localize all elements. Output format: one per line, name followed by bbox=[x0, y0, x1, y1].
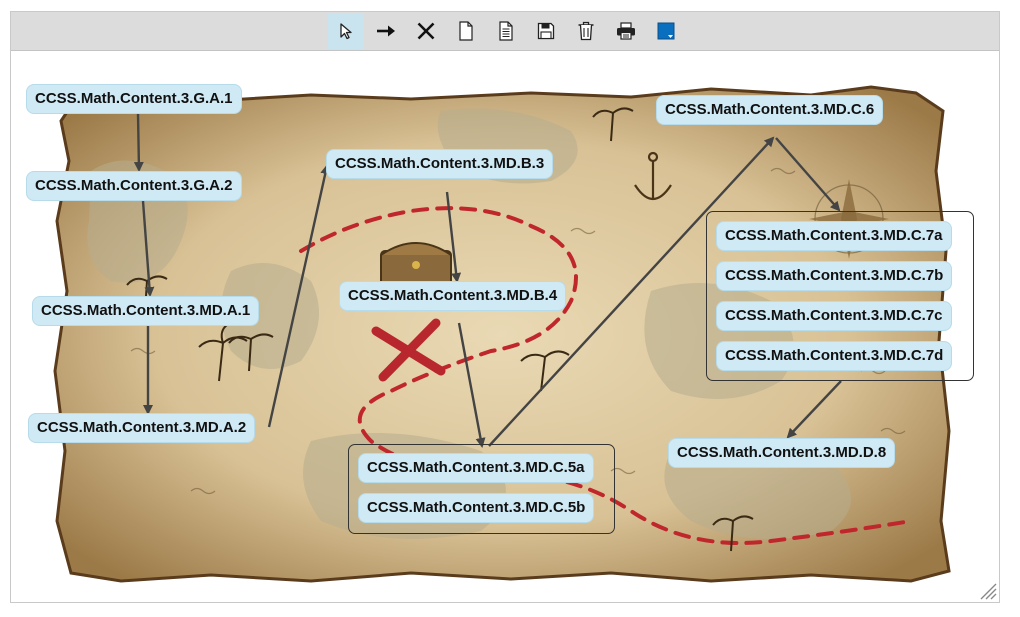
node-3-md-b-3[interactable]: CCSS.Math.Content.3.MD.B.3 bbox=[326, 149, 554, 179]
concept-map-editor: CCSS.Math.Content.3.G.A.1 CCSS.Math.Cont… bbox=[10, 11, 1000, 603]
select-tool-button[interactable] bbox=[328, 13, 364, 49]
color-picker-button[interactable] bbox=[648, 13, 684, 49]
connect-tool-button[interactable] bbox=[368, 13, 404, 49]
color-swatch-icon bbox=[657, 22, 675, 40]
node-3-md-c-7b[interactable]: CCSS.Math.Content.3.MD.C.7b bbox=[716, 261, 953, 291]
node-3-md-c-5a[interactable]: CCSS.Math.Content.3.MD.C.5a bbox=[358, 453, 594, 483]
select-pointer-icon bbox=[340, 23, 352, 40]
node-3-md-d-8[interactable]: CCSS.Math.Content.3.MD.D.8 bbox=[668, 438, 896, 468]
node-3-md-b-4[interactable]: CCSS.Math.Content.3.MD.B.4 bbox=[339, 281, 567, 311]
open-document-button[interactable] bbox=[488, 13, 524, 49]
new-document-button[interactable] bbox=[448, 13, 484, 49]
arrow-right-icon bbox=[377, 25, 395, 37]
node-3-g-a-2[interactable]: CCSS.Math.Content.3.G.A.2 bbox=[26, 171, 242, 201]
map-canvas[interactable]: CCSS.Math.Content.3.G.A.1 CCSS.Math.Cont… bbox=[11, 51, 999, 602]
resize-grip-icon[interactable] bbox=[977, 580, 997, 600]
delete-tool-button[interactable] bbox=[408, 13, 444, 49]
trash-button[interactable] bbox=[568, 13, 604, 49]
printer-icon bbox=[617, 22, 635, 40]
node-3-md-c-6[interactable]: CCSS.Math.Content.3.MD.C.6 bbox=[656, 95, 884, 125]
trash-icon bbox=[578, 21, 594, 41]
node-3-g-a-1[interactable]: CCSS.Math.Content.3.G.A.1 bbox=[26, 84, 242, 114]
node-3-md-c-5b[interactable]: CCSS.Math.Content.3.MD.C.5b bbox=[358, 493, 595, 523]
x-delete-icon bbox=[417, 22, 435, 40]
node-3-md-a-1[interactable]: CCSS.Math.Content.3.MD.A.1 bbox=[32, 296, 260, 326]
node-3-md-c-7c[interactable]: CCSS.Math.Content.3.MD.C.7c bbox=[716, 301, 952, 331]
node-3-md-c-7a[interactable]: CCSS.Math.Content.3.MD.C.7a bbox=[716, 221, 952, 251]
floppy-save-icon bbox=[537, 22, 555, 40]
toolbar bbox=[11, 12, 999, 51]
group-md-c5[interactable] bbox=[348, 444, 615, 534]
new-document-icon bbox=[459, 21, 473, 41]
treasure-chest bbox=[380, 242, 452, 286]
node-3-md-c-7d[interactable]: CCSS.Math.Content.3.MD.C.7d bbox=[716, 341, 953, 371]
save-button[interactable] bbox=[528, 13, 564, 49]
node-3-md-a-2[interactable]: CCSS.Math.Content.3.MD.A.2 bbox=[28, 413, 256, 443]
group-md-c7[interactable] bbox=[706, 211, 974, 381]
print-button[interactable] bbox=[608, 13, 644, 49]
text-document-icon bbox=[499, 21, 513, 41]
x-marks-the-spot bbox=[371, 318, 446, 382]
